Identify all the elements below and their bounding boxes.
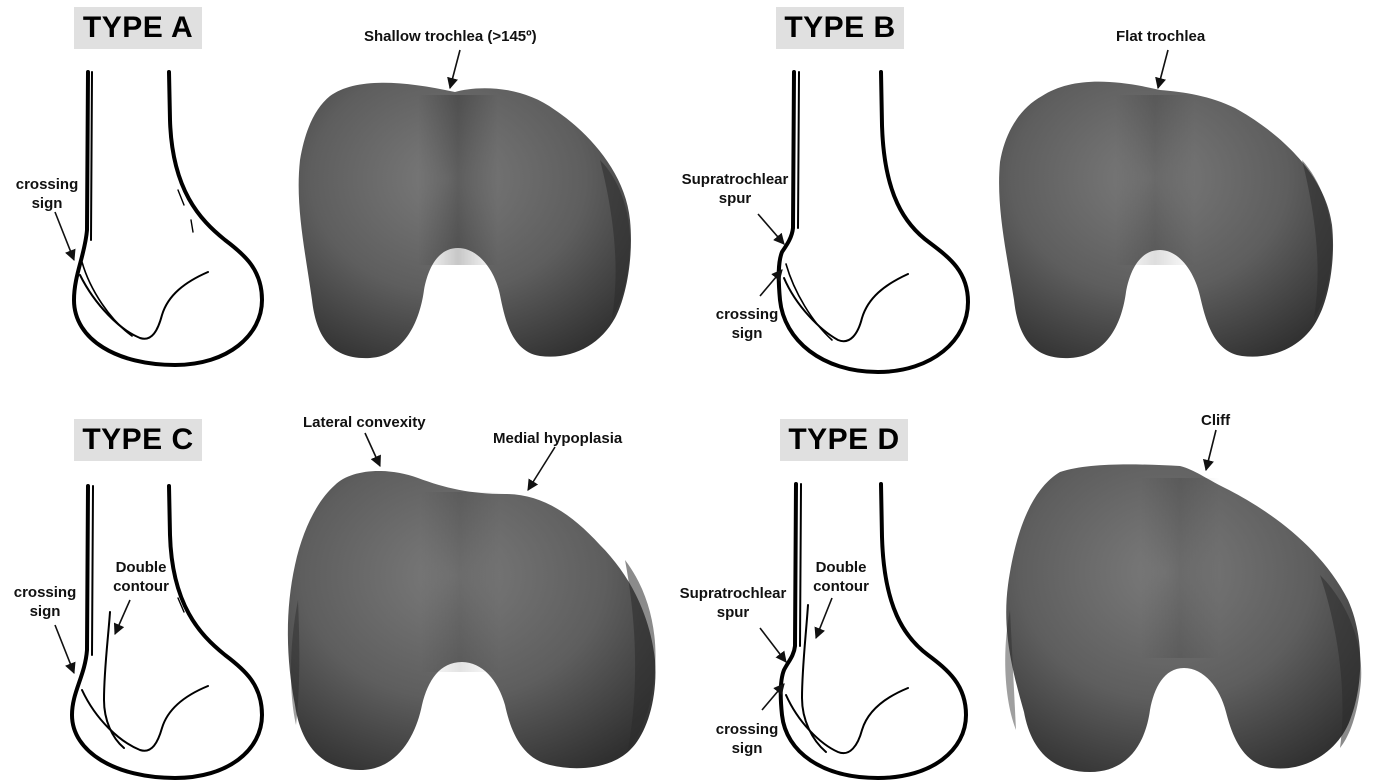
crossing-line1: crossing — [710, 720, 784, 739]
arrow-d-spur — [760, 628, 786, 662]
arrow-b-trochlea — [1158, 50, 1168, 88]
posterior-edge — [798, 72, 799, 228]
type-d-crossing-label: crossing sign — [710, 720, 784, 758]
spur-line2: spur — [676, 189, 794, 208]
crossing-line1: crossing — [10, 583, 80, 602]
femur-outline — [781, 484, 966, 778]
type-c-double-contour-label: Double contour — [110, 558, 172, 596]
arrow-c-lateral — [365, 433, 380, 466]
spur-line1: Supratrochlear — [674, 584, 792, 603]
type-d-trochlea-label: Cliff — [1201, 411, 1230, 430]
crossing-line2: sign — [710, 324, 784, 343]
type-c-medial-label: Medial hypoplasia — [493, 429, 622, 448]
arrow-a-trochlea — [450, 50, 460, 88]
type-c-crossing-label: crossing sign — [10, 583, 80, 621]
arrow-d-cliff — [1206, 430, 1216, 470]
posterior-edge — [91, 72, 92, 240]
type-c-lateral-label: Lateral convexity — [303, 413, 426, 432]
type-b-crossing-label: crossing sign — [710, 305, 784, 343]
spur-line1: Supratrochlear — [676, 170, 794, 189]
trochlea-line — [786, 688, 908, 753]
crossing-line2: sign — [10, 602, 80, 621]
arrow-b-spur — [758, 214, 784, 244]
femur-outline — [72, 486, 262, 778]
double-line2: contour — [810, 577, 872, 596]
type-a-model — [299, 83, 631, 358]
type-d-sketch — [781, 484, 966, 778]
type-a-crossing-label: crossing sign — [12, 175, 82, 213]
type-a-sketch — [74, 72, 262, 365]
crossing-line2: sign — [12, 194, 82, 213]
arrow-c-double — [115, 600, 130, 634]
type-a-trochlea-label: Shallow trochlea (>145º) — [364, 27, 537, 46]
femur-outline — [74, 72, 262, 365]
double-line1: Double — [110, 558, 172, 577]
crossing-line1: crossing — [12, 175, 82, 194]
type-b-spur-label: Supratrochlear spur — [676, 170, 794, 208]
trochlea-line — [784, 274, 908, 341]
type-d-spur-label: Supratrochlear spur — [674, 584, 792, 622]
posterior-edge — [800, 484, 801, 646]
type-c-model — [288, 471, 656, 770]
type-b-model — [999, 82, 1333, 358]
type-c-sketch — [72, 486, 262, 778]
arrow-d-double — [816, 598, 832, 638]
arrow-c-medial — [528, 447, 555, 490]
type-d-model — [1005, 464, 1361, 772]
condyle-line — [82, 262, 132, 336]
type-b-sketch — [779, 72, 968, 372]
trochlea-line — [82, 686, 208, 751]
double-line2: contour — [110, 577, 172, 596]
condyle-line — [786, 264, 832, 340]
type-b-trochlea-label: Flat trochlea — [1116, 27, 1205, 46]
posterior-edge — [92, 486, 93, 655]
double-line1: Double — [810, 558, 872, 577]
femur-outline — [779, 72, 968, 372]
double-contour-line — [802, 605, 826, 752]
crossing-line2: sign — [710, 739, 784, 758]
arrow-a-crossing — [55, 212, 74, 260]
arrow-c-crossing — [55, 625, 74, 673]
spur-line2: spur — [674, 603, 792, 622]
type-d-double-contour-label: Double contour — [810, 558, 872, 596]
crossing-line1: crossing — [710, 305, 784, 324]
trochlea-line — [80, 272, 208, 339]
